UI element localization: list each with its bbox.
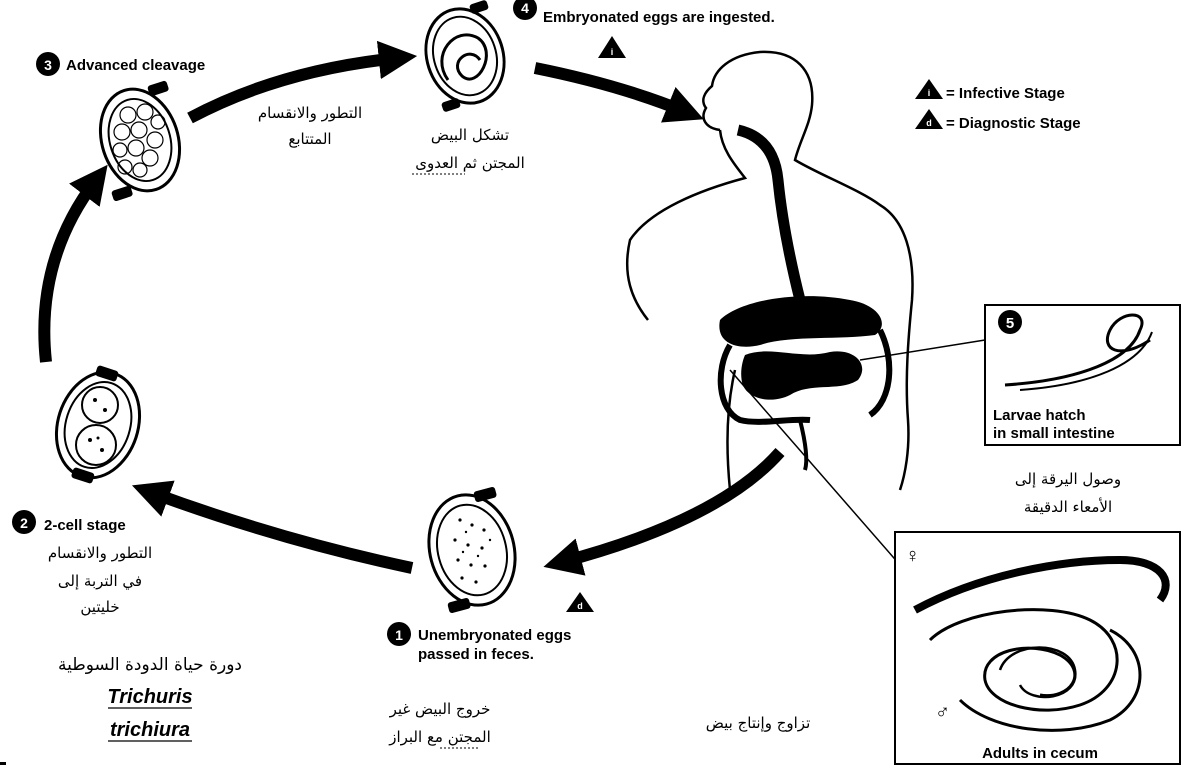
egg-embryonated-image (414, 0, 516, 113)
pointer-line-larvae (860, 340, 985, 360)
stage-2-ar-line1: التطور والانقسام (48, 544, 152, 562)
caption-latin-line2: trichiura (110, 719, 190, 741)
stage-5-ar-line1: وصول اليرقة إلى (1015, 470, 1121, 488)
egg-unembryonated-image (417, 485, 527, 615)
legend-infective-label: = Infective Stage (946, 85, 1065, 102)
stage-4-title: Embryonated eggs are ingested. (543, 9, 775, 26)
adults-inset: ♀ ♂ Adults in cecum (895, 532, 1180, 764)
infective-marker-stage4-letter: i (611, 47, 614, 57)
stage-2-ar-line3: خليتين (80, 598, 119, 616)
legend-diagnostic-letter: d (926, 118, 932, 128)
stage-6-title: Adults in cecum (982, 745, 1098, 762)
stage-1-number: 1 (395, 627, 403, 643)
stage-5-number: 5 (1006, 315, 1014, 332)
pointer-line-adults (730, 370, 900, 565)
stage-5-title-line1: Larvae hatch (993, 407, 1086, 424)
arrow-2-to-3 (44, 180, 96, 362)
stage-5-ar-line2: الأمعاء الدقيقة (1024, 497, 1112, 516)
stage-1-title-line1: Unembryonated eggs (418, 627, 571, 644)
arrow-1-to-2 (150, 492, 412, 568)
diagnostic-marker-stage1-letter: d (577, 601, 583, 611)
stage-3-ar-line2: المتتابع (288, 130, 331, 148)
stage-1-ar-line1: خروج البيض غير (389, 700, 491, 719)
stomach (719, 296, 882, 347)
stage-2-title: 2-cell stage (44, 517, 126, 534)
small-intestine (741, 351, 862, 399)
human-host-figure (627, 52, 912, 490)
egg-2-cell-image (43, 361, 152, 488)
stage-3-number: 3 (44, 57, 52, 73)
caption-latin-line1: Trichuris (107, 686, 192, 708)
stage-4-ar-line1: تشكل البيض (431, 126, 509, 144)
male-symbol: ♂ (935, 701, 950, 723)
legend: i = Infective Stage d = Diagnostic Stage (915, 79, 1081, 132)
stage-3-ar-line1: التطور والانقسام (258, 104, 362, 122)
arrow-host-to-1 (562, 452, 780, 562)
stage-1-ar-line2: المجتن مع البراز (388, 728, 491, 746)
egg-advanced-cleavage-image (88, 79, 192, 202)
female-symbol: ♀ (905, 545, 920, 567)
legend-diagnostic-label: = Diagnostic Stage (946, 115, 1081, 132)
caption-ar: دورة حياة الدودة السوطية (58, 655, 242, 675)
arrow-4-to-host (535, 68, 686, 112)
stage-5-title-line2: in small intestine (993, 425, 1115, 442)
stage-6-ar: تزاوج وإنتاج بيض (706, 714, 811, 733)
corner-mark (0, 762, 6, 765)
stage-4-number: 4 (521, 0, 529, 16)
stage-2-number: 2 (20, 515, 28, 531)
stage-1-title-line2: passed in feces. (418, 646, 534, 663)
legend-infective-letter: i (928, 88, 931, 98)
stage-3-title: Advanced cleavage (66, 57, 205, 74)
stage-2-ar-line2: في التربة إلى (58, 572, 142, 591)
stage-4-ar-line2: المجتن ثم العدوى (415, 154, 525, 172)
esophagus (738, 130, 800, 300)
larvae-inset: 5 Larvae hatch in small intestine (985, 305, 1180, 445)
